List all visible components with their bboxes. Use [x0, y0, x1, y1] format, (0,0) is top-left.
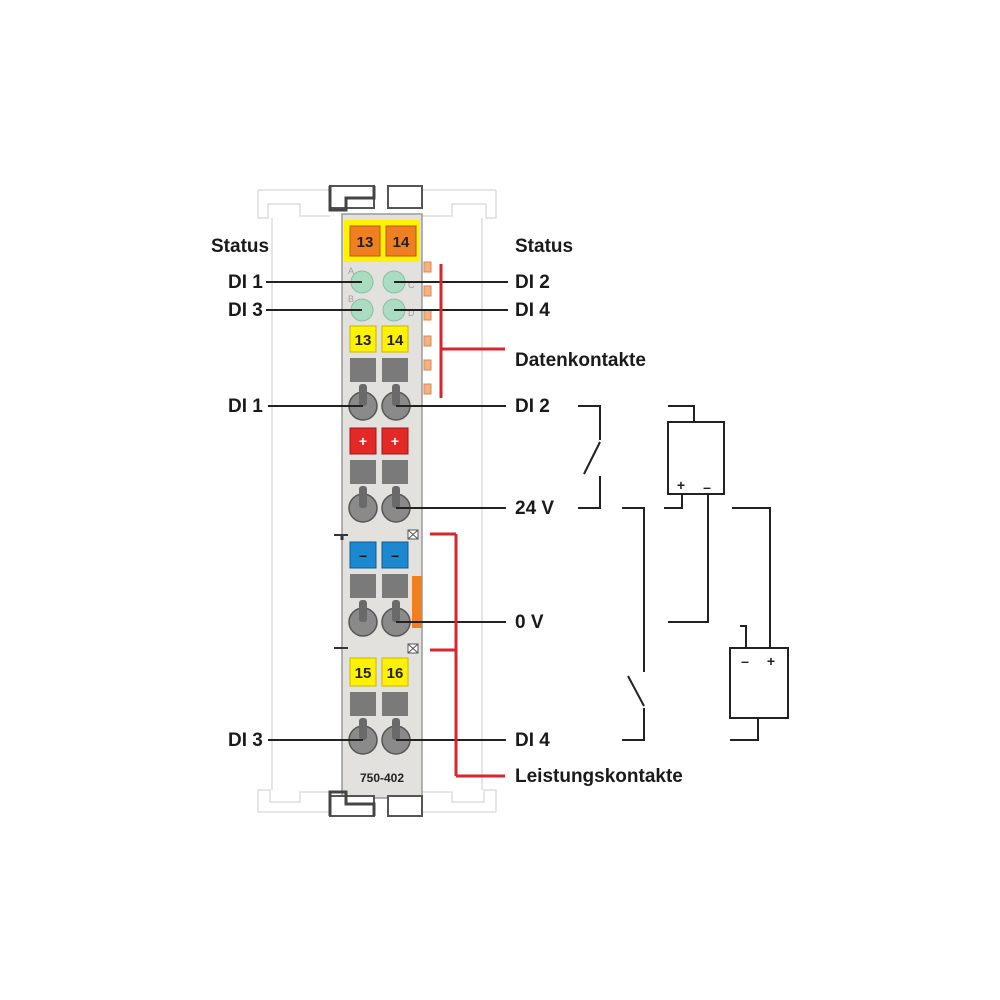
svg-text:+: + [391, 433, 399, 449]
power-jumper-marker-top [407, 529, 419, 540]
svg-text:13: 13 [355, 332, 372, 349]
svg-text:13: 13 [357, 234, 374, 251]
led-label-di2: DI 2 [515, 272, 550, 293]
source-2-minus: – [741, 653, 749, 669]
terminal-16: 16 [381, 657, 409, 687]
datenkontakte-bracket [439, 264, 505, 398]
svg-text:14: 14 [387, 332, 404, 349]
terminal-plus-a: + [349, 427, 377, 455]
neighbor-module-outline [257, 189, 497, 813]
svg-text:15: 15 [355, 665, 372, 682]
label-24v: 24 V [515, 498, 554, 519]
switch-di2 [578, 405, 601, 509]
led-letter-d: D [408, 308, 415, 318]
model-number: 750-402 [360, 771, 404, 785]
svg-text:16: 16 [387, 665, 404, 682]
label-0v: 0 V [515, 612, 544, 633]
led-label-di3: DI 3 [228, 300, 263, 321]
clamp-pair-2 [348, 486, 411, 523]
source-1-minus: – [703, 479, 711, 495]
status-terminal-14: 14 [385, 225, 417, 257]
terminal-14: 14 [381, 325, 409, 353]
led-letter-c: C [408, 280, 415, 290]
terminal-minus-b: – [381, 541, 409, 569]
led-label-di1: DI 1 [228, 272, 263, 293]
leader-lines-right [394, 281, 508, 741]
release-slot-2a [350, 460, 376, 484]
svg-text:–: – [359, 547, 367, 563]
release-slot-2b [382, 460, 408, 484]
status-label-right: Status [515, 236, 573, 257]
connector-label-di1: DI 1 [228, 396, 263, 417]
leistungskontakte-label: Leistungskontakte [515, 766, 683, 787]
release-slot-3a [350, 574, 376, 598]
svg-text:+: + [359, 433, 367, 449]
release-slot-3b [382, 574, 408, 598]
terminal-15: 15 [349, 657, 377, 687]
status-label-left: Status [211, 236, 269, 257]
leader-lines-left [266, 281, 363, 741]
terminal-plus-b: + [381, 427, 409, 455]
release-slot-4b [382, 692, 408, 716]
release-slot-1b [382, 358, 408, 382]
connector-label-di4: DI 4 [515, 730, 550, 751]
terminal-minus-a: – [349, 541, 377, 569]
connector-label-di3: DI 3 [228, 730, 263, 751]
release-slot-4a [350, 692, 376, 716]
source-2: – + [729, 507, 789, 741]
source-2-plus: + [767, 653, 775, 669]
datenkontakte-label: Datenkontakte [515, 350, 646, 371]
connector-label-di2: DI 2 [515, 396, 550, 417]
terminal-13: 13 [349, 325, 377, 353]
switch-di4 [622, 507, 645, 741]
svg-text:–: – [391, 547, 399, 563]
power-contact-bar [412, 576, 422, 628]
led-letter-a: A [348, 266, 354, 276]
svg-text:14: 14 [393, 234, 410, 251]
release-slot-1a [350, 358, 376, 382]
led-label-di4: DI 4 [515, 300, 550, 321]
leistungskontakte-bracket [430, 532, 505, 778]
source-1-plus: + [677, 477, 685, 493]
clamp-pair-3 [348, 600, 411, 637]
source-1: + – [664, 405, 725, 623]
power-jumper-marker-bottom [407, 643, 419, 654]
led-letter-b: B [348, 294, 354, 304]
status-terminal-13: 13 [349, 225, 381, 257]
